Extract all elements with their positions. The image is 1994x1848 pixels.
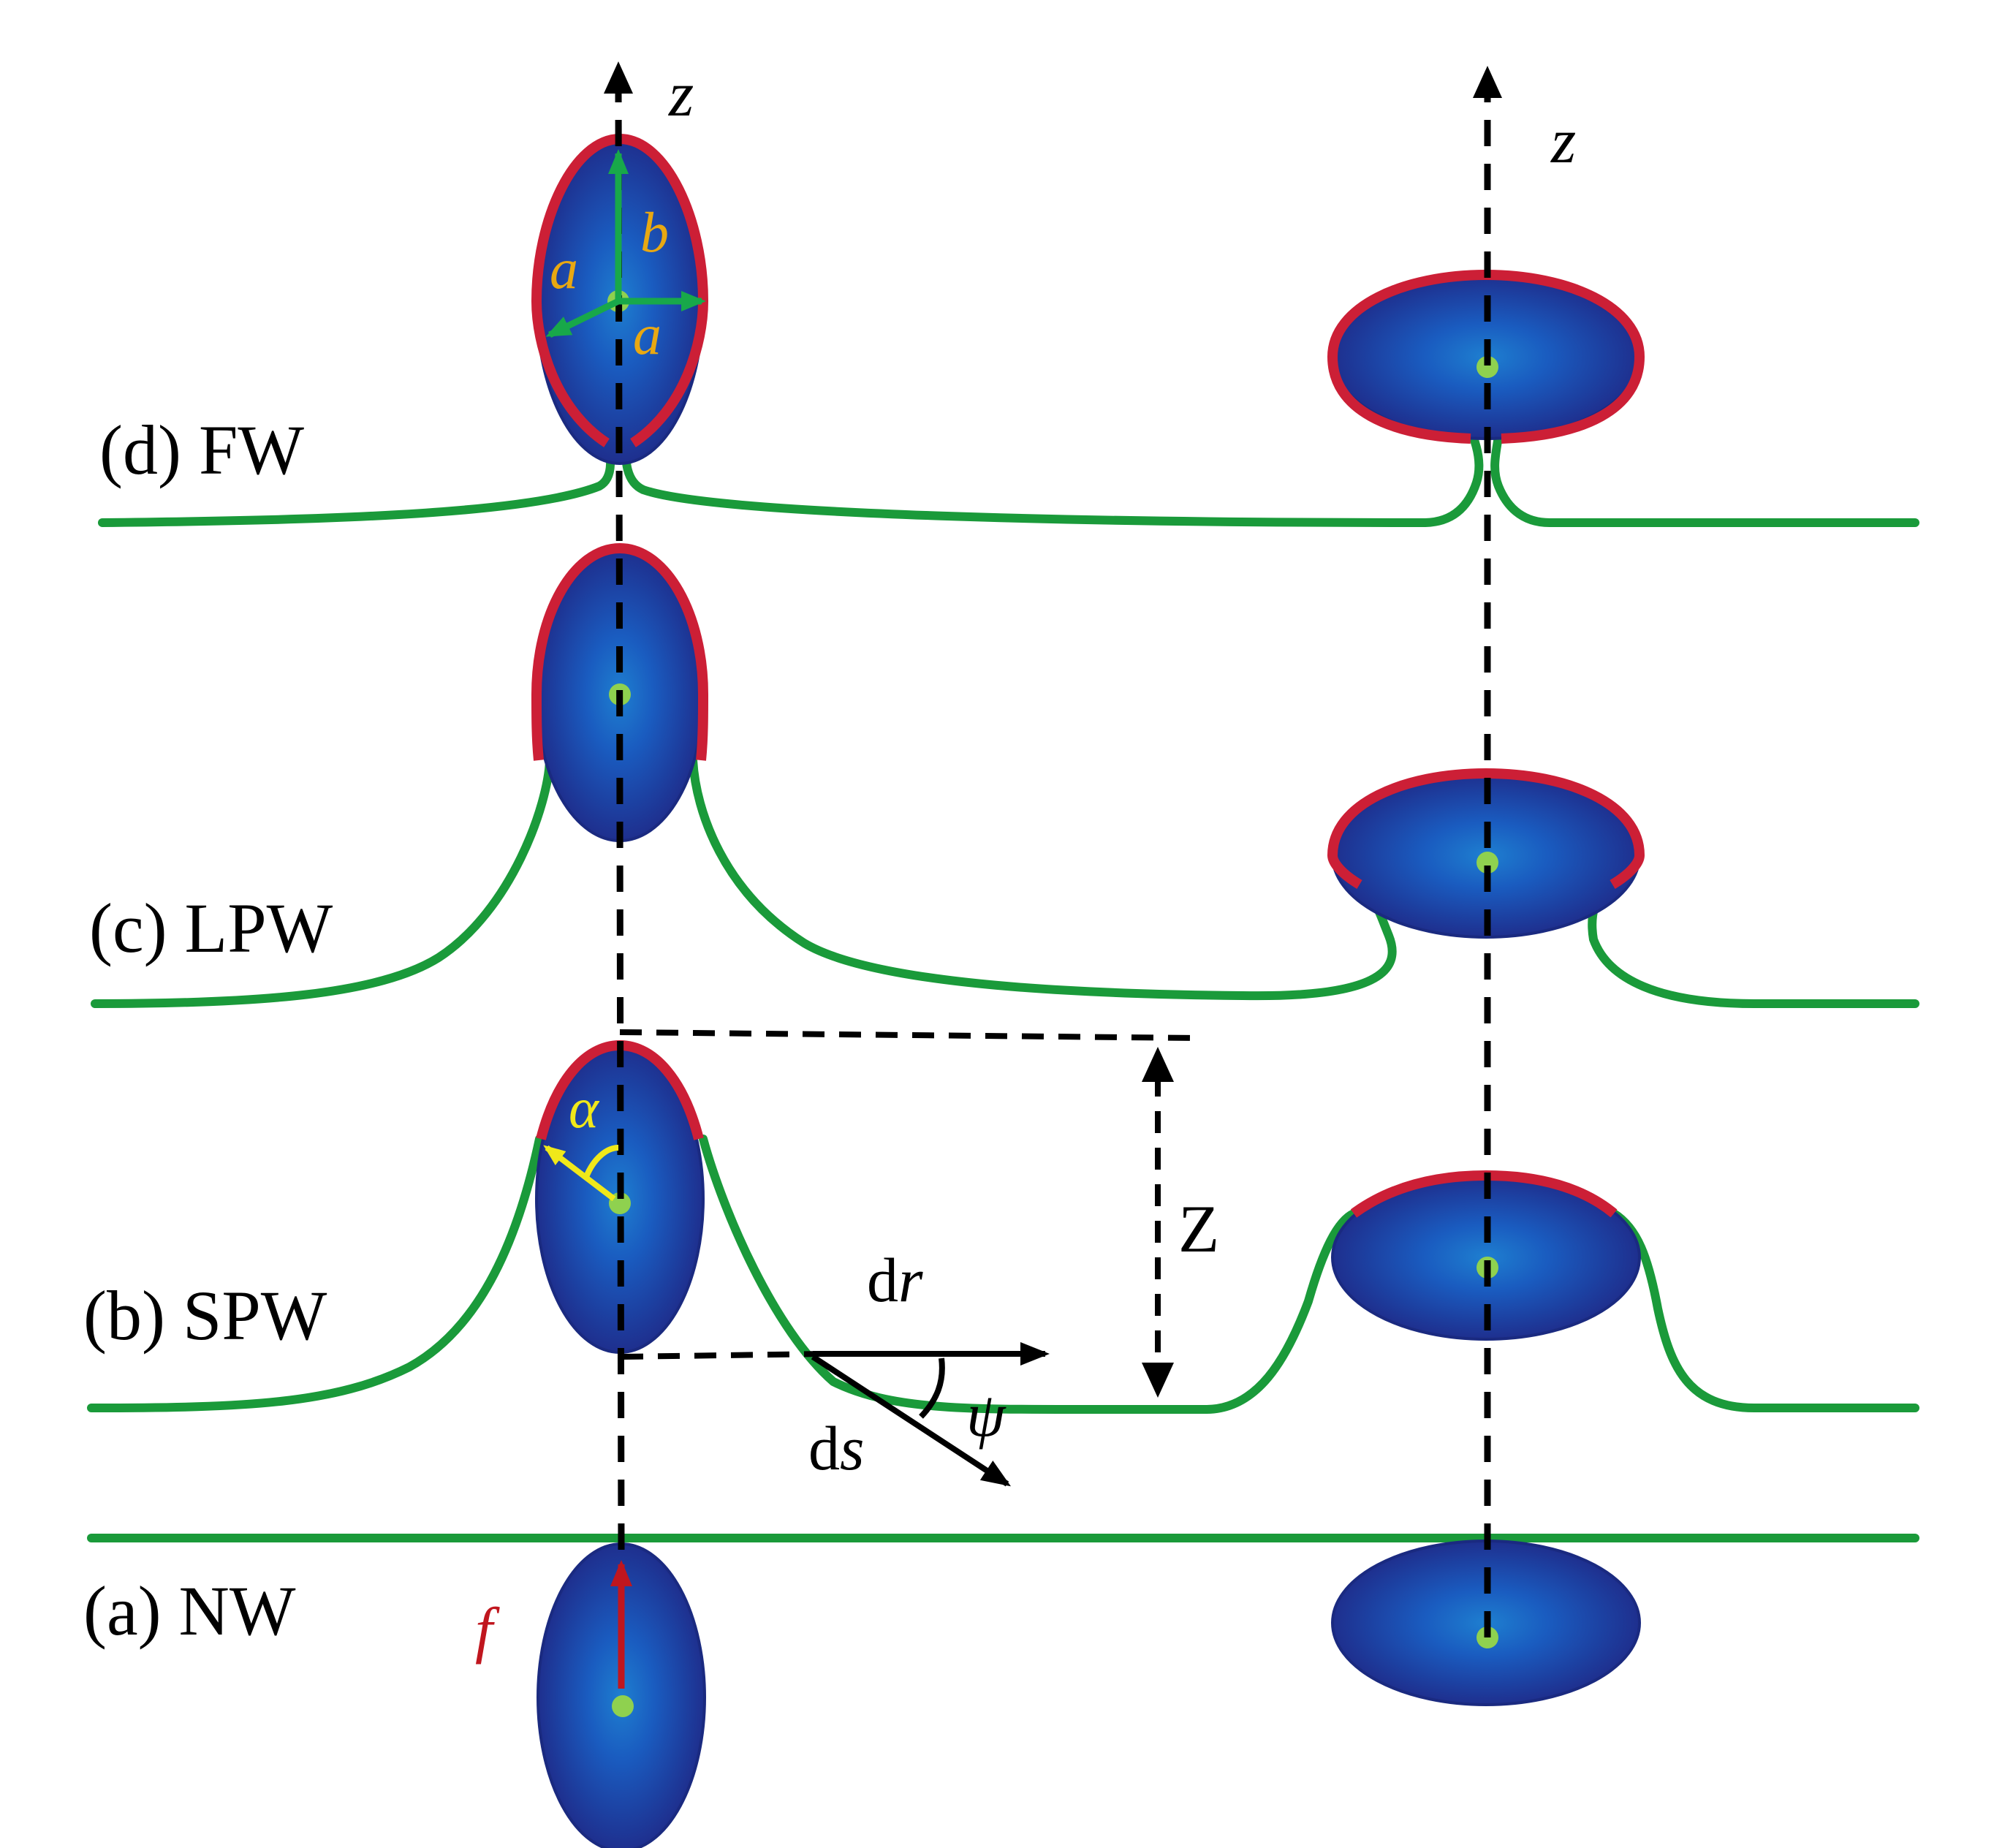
- wrap-lpw-left: [531, 542, 709, 761]
- force-label: f: [475, 1594, 500, 1665]
- z-axis-left: [615, 87, 625, 1550]
- ds-label: ds: [808, 1413, 864, 1483]
- dr-label: dr: [867, 1245, 923, 1315]
- membrane-lpw: [91, 756, 1919, 1008]
- membrane-spw: [87, 1135, 1919, 1415]
- psi-arc: [919, 1357, 945, 1419]
- z-distance-label: Z: [1178, 1192, 1219, 1266]
- membrane-fw: [98, 431, 1919, 527]
- ds-arrow: [811, 1354, 1012, 1487]
- axis-b-label: b: [640, 200, 669, 264]
- z-axis-right-label: z: [1550, 106, 1576, 177]
- alpha-label: α: [569, 1076, 600, 1140]
- z-axis-left-arrowhead: [604, 61, 633, 94]
- center-dot-nw-left: [612, 1695, 634, 1717]
- axis-a-right-label: a: [633, 303, 661, 366]
- bottom-reference-line: [621, 1351, 827, 1360]
- alpha-arc: [583, 1145, 619, 1178]
- axis-a-diagonal-arrow: [545, 298, 620, 338]
- stage-label-fw: (d) FW: [99, 411, 304, 489]
- z-axis-right-arrowhead: [1473, 66, 1502, 98]
- center-dot-lpw-right: [1476, 852, 1498, 874]
- stage-label-nw: (a) NW: [83, 1572, 296, 1650]
- dr-label-d: d: [867, 1245, 898, 1315]
- stage-label-lpw: (c) LPW: [89, 889, 333, 967]
- z-axis-left-label: z: [668, 59, 694, 130]
- z-distance-top-arrowhead: [1142, 1047, 1174, 1082]
- z-distance-bottom-arrowhead: [1142, 1363, 1174, 1398]
- alpha-radius-arrow: [543, 1145, 616, 1202]
- wrap-lpw-right: [1327, 768, 1645, 890]
- ds-label-d: d: [808, 1413, 840, 1483]
- axis-a-left-label: a: [550, 237, 578, 300]
- ds-label-s: s: [840, 1413, 864, 1483]
- stage-label-spw: (b) SPW: [83, 1276, 327, 1355]
- psi-label: ψ: [966, 1379, 1007, 1450]
- dr-label-r: r: [898, 1245, 923, 1315]
- center-dot-fw-right: [1476, 356, 1498, 378]
- top-reference-line: [619, 1029, 1199, 1041]
